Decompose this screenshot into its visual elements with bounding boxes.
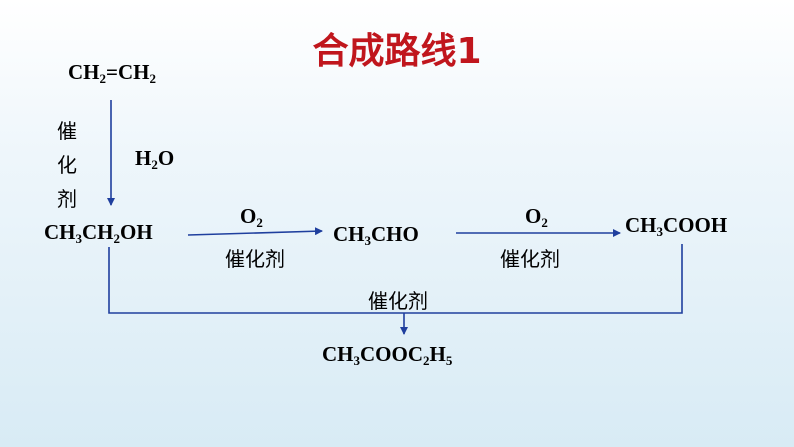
compound-ethanol: CH3CH2OH xyxy=(44,220,153,245)
formula-subscript: 2 xyxy=(423,353,430,368)
formula-part: CH xyxy=(68,60,100,84)
formula-part: COOC xyxy=(360,342,423,366)
formula-subscript: 3 xyxy=(353,353,361,368)
formula-subscript: 2 xyxy=(541,215,548,230)
compound-acetaldehyde: CH3CHO xyxy=(333,222,419,247)
compound-ethyl-acetate: CH3COOC2H5 xyxy=(322,342,452,367)
step3-reagent-label: O2 xyxy=(525,204,548,229)
formula-subscript: 2 xyxy=(99,71,107,86)
step2-reagent-label: O2 xyxy=(240,204,263,229)
compound-ethylene: CH2=CH2 xyxy=(68,60,156,85)
step1-catalyst-label: 催化剂 xyxy=(57,119,77,211)
step4-catalyst-label: 催化剂 xyxy=(368,289,428,313)
formula-part: CHO xyxy=(371,222,419,246)
formula-part: OH xyxy=(120,220,153,244)
formula-subscript: 2 xyxy=(151,157,158,172)
formula-subscript: 2 xyxy=(149,71,156,86)
arrow-ethanol-to-acetaldehyde xyxy=(187,227,323,236)
connector-acetic-acid-down xyxy=(404,244,683,314)
formula-part: H xyxy=(135,146,152,170)
formula-subscript: 3 xyxy=(75,231,83,246)
formula-subscript: 3 xyxy=(656,224,664,239)
formula-part: CH xyxy=(44,220,76,244)
formula-subscript: 3 xyxy=(364,233,372,248)
formula-part: CH xyxy=(82,220,114,244)
formula-subscript: 2 xyxy=(256,215,263,230)
formula-part: CH xyxy=(625,213,657,237)
formula-part: O xyxy=(157,146,175,170)
formula-part: O xyxy=(240,204,257,228)
formula-part: O xyxy=(525,204,542,228)
formula-part: COOH xyxy=(663,213,728,237)
connector-ethanol-down xyxy=(108,247,404,314)
step1-reagent-label: H2O xyxy=(135,146,174,171)
formula-part: =CH xyxy=(106,60,150,84)
formula-part: H xyxy=(429,342,446,366)
formula-subscript: 5 xyxy=(445,353,453,368)
formula-subscript: 2 xyxy=(113,231,121,246)
step3-catalyst-label: 催化剂 xyxy=(500,247,560,271)
page-title: 合成路线1 xyxy=(312,31,482,72)
compound-acetic-acid: CH3COOH xyxy=(625,213,727,238)
formula-part: CH xyxy=(322,342,354,366)
step2-catalyst-label: 催化剂 xyxy=(225,247,285,271)
formula-part: CH xyxy=(333,222,365,246)
